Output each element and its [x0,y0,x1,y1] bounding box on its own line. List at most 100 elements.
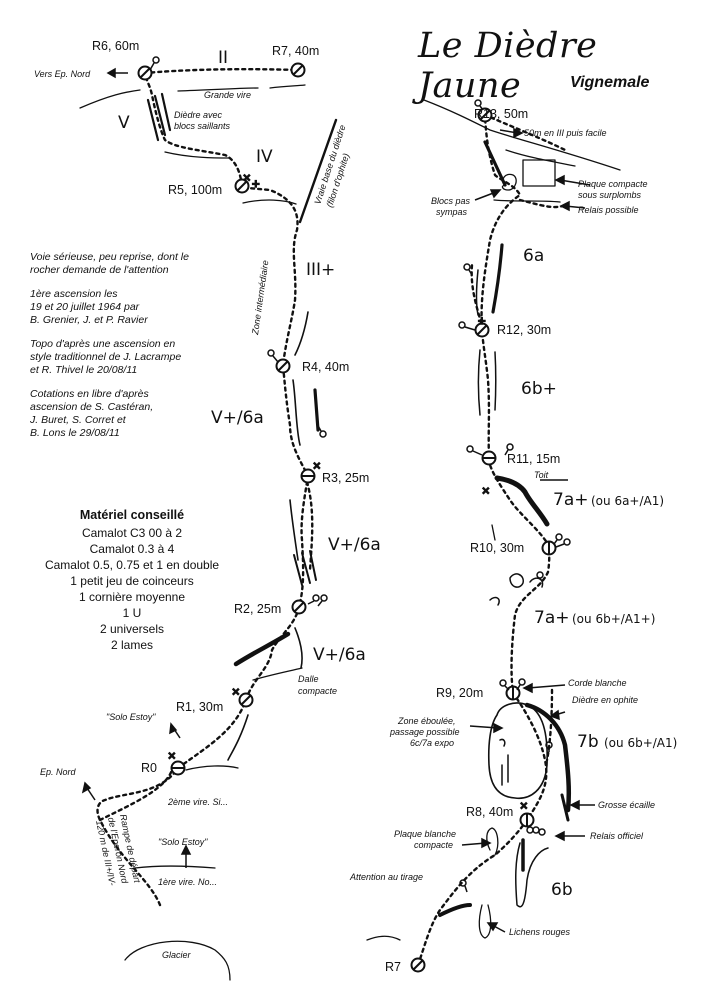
crack-line [483,140,507,187]
relay-label-r10: R10, 30m [470,541,524,555]
note-line: style traditionnel de J. Lacrampe [30,351,182,363]
gear-item: 2 universels [99,622,165,636]
zone-eboulee-label: 6c/7a expo [410,738,454,748]
relay-label-r9: R9, 20m [436,686,483,700]
gear-list-title: Matériel conseillé [79,508,185,522]
relay-icon [170,760,186,776]
piton-icon [458,321,476,331]
piton-icon [149,56,160,71]
eboulis-zone [487,702,548,799]
dihedral-line [293,554,303,586]
dalle-label: compacte [298,686,337,696]
page-subtitle: Vignemale [570,74,650,91]
piton-icon [526,826,546,836]
ledge-line [478,904,492,939]
note-line: ascension de S. Castéran, [30,401,154,413]
plaque-blanche-label: compacte [414,840,453,850]
grade-label: 7b [577,732,599,752]
grade-label: 6b+ [521,379,557,399]
dihedral-line [153,94,167,137]
ledge-line [124,940,231,981]
cross-icon: + [478,313,486,328]
grade-note: (ou 6a+/A1) [591,494,664,508]
relay-icon [300,468,316,484]
crack-line [560,793,570,822]
ledge-line [269,84,306,89]
crack-line [494,351,497,411]
piton-icon [545,741,553,752]
zone-eboulee-label: Zone éboulée, [397,716,456,726]
page-title: Le Dièdre Jaune [418,26,598,106]
ledge-line [79,89,141,109]
dihedral-line [309,550,317,581]
left-route-variant [305,480,314,572]
note-line: Cotations en libre d'après [30,388,149,400]
gear-item: Camalot 0.5, 0.75 et 1 en double [44,558,220,572]
corde-blanche-label: Corde blanche [568,678,627,688]
grade-label: 6a [523,246,544,266]
piton-icon [459,879,468,893]
cross-icon: × [482,483,490,498]
piton-icon [267,349,279,363]
relay-icon [505,685,521,701]
cross-icon: × [243,170,251,185]
solo-estoy-label: "Solo Estoy" [106,712,156,722]
gear-item: 1 U [122,606,142,620]
relay-icon [137,65,153,81]
relay-icon [410,957,426,973]
relais-possible-label: Relais possible [578,205,639,215]
note-line: 19 et 20 juillet 1964 par [30,301,140,313]
ledge-line [242,199,297,205]
grade-label: V+/6a [313,645,366,665]
dihedral-line [160,92,172,132]
relay-label-r7: R7, 40m [272,44,319,58]
dalle-label: Dalle [298,674,319,684]
dihedral-line [146,98,160,142]
toit-label: Toit [534,470,549,480]
grosse-ecaille-label: Grosse écaille [598,800,655,810]
crack-line [509,573,524,588]
ledge-line [366,935,401,941]
piton-icon [474,99,484,111]
arrow-icon [549,709,560,721]
grade-label: V+/6a [328,535,381,555]
arrow-icon [481,837,492,849]
arrow-icon [169,722,178,735]
arrow-icon [513,127,524,139]
gear-item: Camalot C3 00 à 2 [81,526,183,540]
piton-icon [466,445,483,456]
grade-label: 6b [551,880,573,900]
relay-icon [234,178,250,194]
arrow-icon [489,189,502,199]
cross-icon: × [520,798,528,813]
ledge-line [164,151,231,159]
grande-vire-label: Grande vire [204,90,251,100]
crack-line [475,269,479,316]
piton-icon [317,594,328,607]
blocs-label: Blocs pas [431,196,471,206]
grade-label: III+ [306,260,335,280]
dihedral-line [301,552,311,584]
ep-nord-label: Ep. Nord [40,767,77,777]
piton-icon [307,594,320,605]
crack-line [491,243,504,314]
relay-icon [474,322,490,338]
grade-label: 7a+ [553,490,588,510]
relais-officiel-label: Relais officiel [590,831,644,841]
ledge-line [491,524,496,541]
arrow-icon [569,799,580,811]
arrow-icon [554,174,565,186]
gear-item: 1 petit jeu de coinceurs [70,574,194,588]
vire1-label: 1ère vire. No... [158,877,217,887]
relay-label-r7: R7 [385,960,401,974]
relay-icon [275,358,291,374]
arrow-icon [106,67,116,79]
plaque-label: Plaque compacte [578,179,648,189]
relay-icon [477,107,493,123]
fifty-m-label: 50m en III puis facile [524,128,607,138]
relay-label-r13: R13, 50m [474,107,528,121]
arrow-icon [81,781,92,794]
note-line: et R. Thivel le 20/08/11 [30,364,138,376]
crack-line [294,311,309,356]
